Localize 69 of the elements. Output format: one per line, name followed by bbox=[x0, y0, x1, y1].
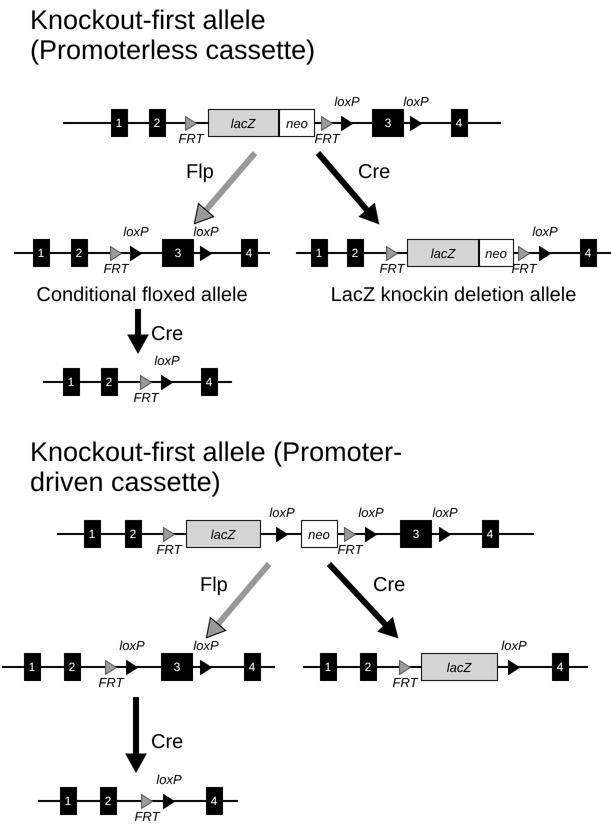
site-label: FRT bbox=[314, 132, 340, 146]
exon-box: 1 bbox=[60, 787, 76, 815]
exon-box: 2 bbox=[360, 653, 376, 681]
exon-box: 2 bbox=[124, 520, 142, 548]
exon-box: 4 bbox=[240, 239, 258, 267]
exon-box: 3 bbox=[162, 239, 194, 267]
site-label: loxP bbox=[193, 224, 219, 238]
cassette-box: neo bbox=[478, 239, 514, 267]
recombination-arrow bbox=[316, 151, 380, 224]
site-label: FRT bbox=[178, 132, 204, 146]
site-label: loxP bbox=[358, 506, 384, 520]
cassette-box: lacZ bbox=[407, 239, 479, 267]
site-label: loxP bbox=[532, 224, 558, 238]
site-label: loxP bbox=[403, 94, 429, 108]
site-label: FRT bbox=[133, 390, 159, 404]
site-label: FRT bbox=[98, 676, 124, 690]
site-label: loxP bbox=[334, 94, 360, 108]
exon-box: 1 bbox=[32, 239, 50, 267]
exon-box: 1 bbox=[310, 239, 328, 267]
site-label: FRT bbox=[103, 262, 129, 276]
allele-caption: LacZ knockin deletion allele bbox=[330, 283, 578, 307]
site-label: loxP bbox=[432, 506, 458, 520]
exon-box: 2 bbox=[100, 368, 118, 396]
site-label: loxP bbox=[123, 224, 149, 238]
recombination-arrow bbox=[206, 562, 272, 638]
cassette-box: lacZ bbox=[420, 653, 498, 681]
site-label: loxP bbox=[154, 354, 180, 368]
cassette-box: lacZ bbox=[208, 109, 278, 137]
site-label: loxP bbox=[193, 638, 219, 652]
exon-box: 4 bbox=[482, 520, 498, 548]
exon-box: 4 bbox=[552, 653, 568, 681]
exon-box: 1 bbox=[24, 653, 40, 681]
exon-box: 2 bbox=[64, 653, 80, 681]
site-label: loxP bbox=[156, 772, 182, 786]
exon-box: 2 bbox=[148, 109, 166, 137]
exon-box: 4 bbox=[244, 653, 260, 681]
exon-box: 1 bbox=[84, 520, 100, 548]
site-label: loxP bbox=[269, 506, 295, 520]
exon-box: 3 bbox=[161, 653, 193, 681]
exon-box: 3 bbox=[372, 109, 404, 137]
allele-caption: Conditional floxed allele bbox=[35, 283, 249, 307]
exon-box: 1 bbox=[320, 653, 336, 681]
cassette-box: lacZ bbox=[186, 520, 260, 548]
site-label: FRT bbox=[392, 676, 418, 690]
site-label: FRT bbox=[379, 262, 405, 276]
exon-box: 4 bbox=[206, 787, 222, 815]
cassette-box: neo bbox=[279, 109, 315, 137]
exon-box: 2 bbox=[100, 787, 116, 815]
exon-box: 1 bbox=[62, 368, 80, 396]
exon-box: 4 bbox=[450, 109, 468, 137]
exon-box: 2 bbox=[346, 239, 364, 267]
exon-box: 4 bbox=[200, 368, 218, 396]
exon-box: 1 bbox=[110, 109, 128, 137]
recombination-arrow bbox=[326, 562, 398, 638]
exon-box: 4 bbox=[580, 239, 596, 267]
allele-heading: Knockout-first allele (Promoterless cassette) bbox=[30, 5, 316, 65]
site-label: FRT bbox=[134, 810, 160, 824]
site-label: FRT bbox=[156, 542, 182, 556]
site-label: loxP bbox=[501, 638, 527, 652]
recombination-arrow bbox=[126, 697, 146, 772]
site-label: FRT bbox=[511, 262, 537, 276]
exon-box: 3 bbox=[400, 520, 432, 548]
cassette-box: neo bbox=[300, 520, 338, 548]
exon-box: 2 bbox=[70, 239, 88, 267]
site-label: loxP bbox=[119, 638, 145, 652]
allele-heading: Knockout-first allele (Promoter-driven cassette) bbox=[30, 437, 404, 497]
recombination-arrow bbox=[194, 151, 258, 224]
site-label: FRT bbox=[337, 542, 363, 556]
recombination-arrow bbox=[128, 309, 148, 354]
